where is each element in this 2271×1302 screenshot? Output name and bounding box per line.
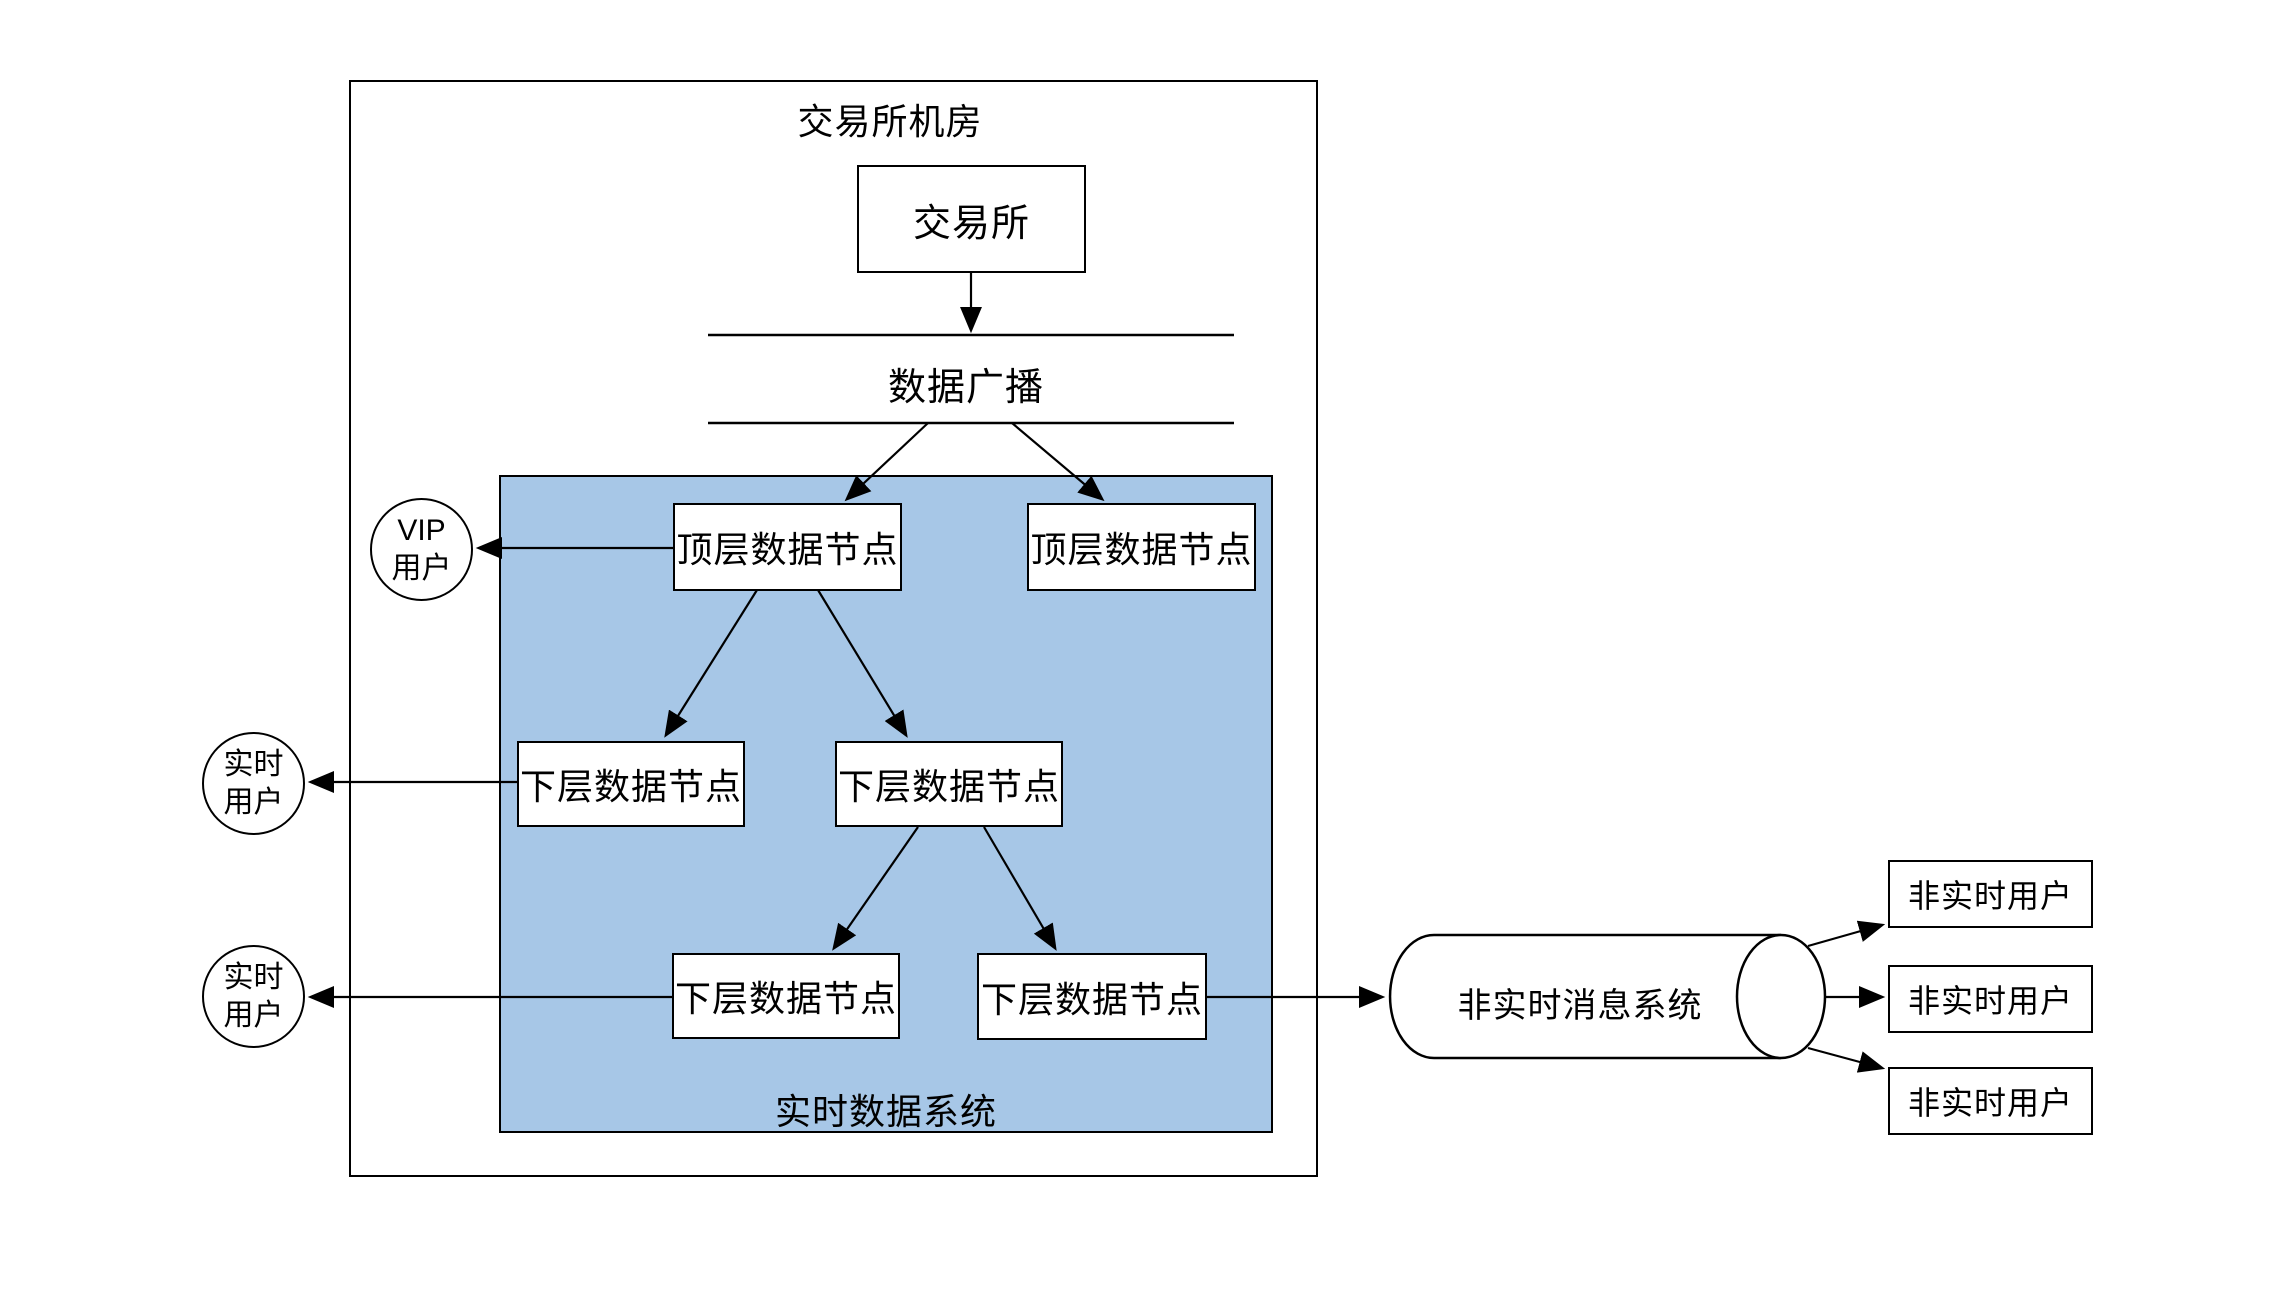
- machine-room-label: 交易所机房: [797, 101, 983, 142]
- bottom-data-node-1-label: 下层数据节点: [674, 978, 897, 1019]
- mid-data-node-2-label: 下层数据节点: [837, 766, 1060, 807]
- arrow-message-system-to-user-3: [1807, 1046, 1886, 1073]
- realtime-user-circle-2: 实时 用户: [202, 945, 305, 1048]
- arrow-message-system-to-user-1: [1807, 920, 1886, 948]
- non-realtime-user-box-3: 非实时用户: [1888, 1067, 2093, 1135]
- non-realtime-user-box-2: 非实时用户: [1888, 965, 2093, 1033]
- bottom-data-node-2: 下层数据节点: [977, 953, 1207, 1040]
- non-realtime-user-box-3-label: 非实时用户: [1907, 1085, 2073, 1121]
- mid-data-node-2: 下层数据节点: [835, 741, 1063, 827]
- vip-user-circle: VIP 用户: [370, 498, 473, 601]
- broadcast-bus-label: 数据广播: [887, 367, 1044, 409]
- exchange-node: 交易所: [857, 165, 1086, 273]
- bottom-data-node-2-label: 下层数据节点: [980, 978, 1203, 1020]
- mid-data-node-1: 下层数据节点: [517, 741, 745, 827]
- realtime-system-label: 实时数据系统: [774, 1091, 997, 1132]
- nonrealtime-message-system-label: 非实时消息系统: [1457, 987, 1703, 1025]
- realtime-user-circle-1: 实时 用户: [202, 732, 305, 835]
- top-data-node-1-label: 顶层数据节点: [676, 529, 899, 570]
- machine-room-container: [349, 80, 1318, 1177]
- mid-data-node-1-label: 下层数据节点: [519, 766, 742, 807]
- non-realtime-user-box-1-label: 非实时用户: [1907, 878, 2073, 914]
- bottom-data-node-1: 下层数据节点: [672, 953, 900, 1039]
- non-realtime-user-box-2-label: 非实时用户: [1907, 983, 2073, 1019]
- exchange-node-label: 交易所: [912, 202, 1030, 245]
- non-realtime-user-box-1: 非实时用户: [1888, 860, 2093, 928]
- top-data-node-1: 顶层数据节点: [673, 503, 902, 591]
- top-data-node-2-label: 顶层数据节点: [1030, 529, 1253, 570]
- top-data-node-2: 顶层数据节点: [1027, 503, 1256, 591]
